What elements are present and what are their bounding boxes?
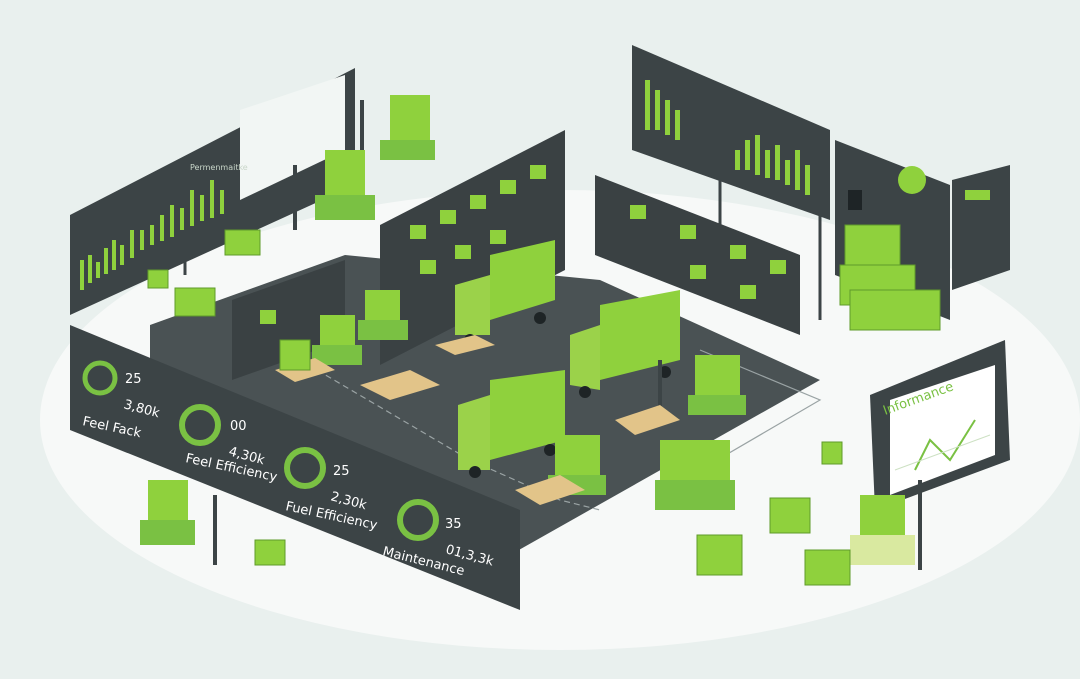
forklift-icon — [293, 150, 375, 230]
kpi-panel-strip — [70, 325, 520, 610]
chart-board-right — [632, 45, 830, 320]
forklift-icon — [658, 355, 746, 425]
gauge-icon — [179, 404, 221, 446]
gauge-icon — [284, 447, 326, 489]
chart-board-left: Permenmaitke — [70, 68, 355, 315]
gauge-icon — [898, 166, 926, 194]
delivery-truck-icon — [458, 370, 565, 478]
shelf-icon — [380, 130, 565, 365]
forklift-icon — [655, 440, 735, 510]
top-left-board-title: Permenmaitke — [190, 163, 248, 172]
forklift-icon — [850, 480, 922, 570]
kpi-panel-fuel-fack: 25 3,80k Feel Fack — [81, 360, 162, 441]
small-board — [952, 165, 1010, 290]
forklift-icon — [360, 95, 435, 160]
kpi-number: 25 — [333, 464, 350, 479]
forklift-icon — [140, 480, 217, 565]
forklift-icon — [358, 290, 408, 340]
shelf-icon — [595, 175, 800, 335]
gauge-icon — [82, 360, 118, 396]
box-icon — [147, 224, 941, 586]
gauge-icon — [397, 499, 439, 541]
informance-board: Informance — [870, 340, 1010, 510]
pallet-icon — [275, 335, 680, 505]
kpi-number: 00 — [230, 419, 247, 434]
kpi-number: 35 — [445, 517, 462, 532]
bar-chart-icon — [80, 180, 224, 290]
bar-chart-icon — [645, 80, 810, 195]
delivery-truck-icon — [570, 290, 680, 398]
kpi-number: 25 — [125, 372, 142, 387]
forklift-icon — [312, 315, 362, 365]
delivery-truck-icon — [455, 240, 555, 346]
